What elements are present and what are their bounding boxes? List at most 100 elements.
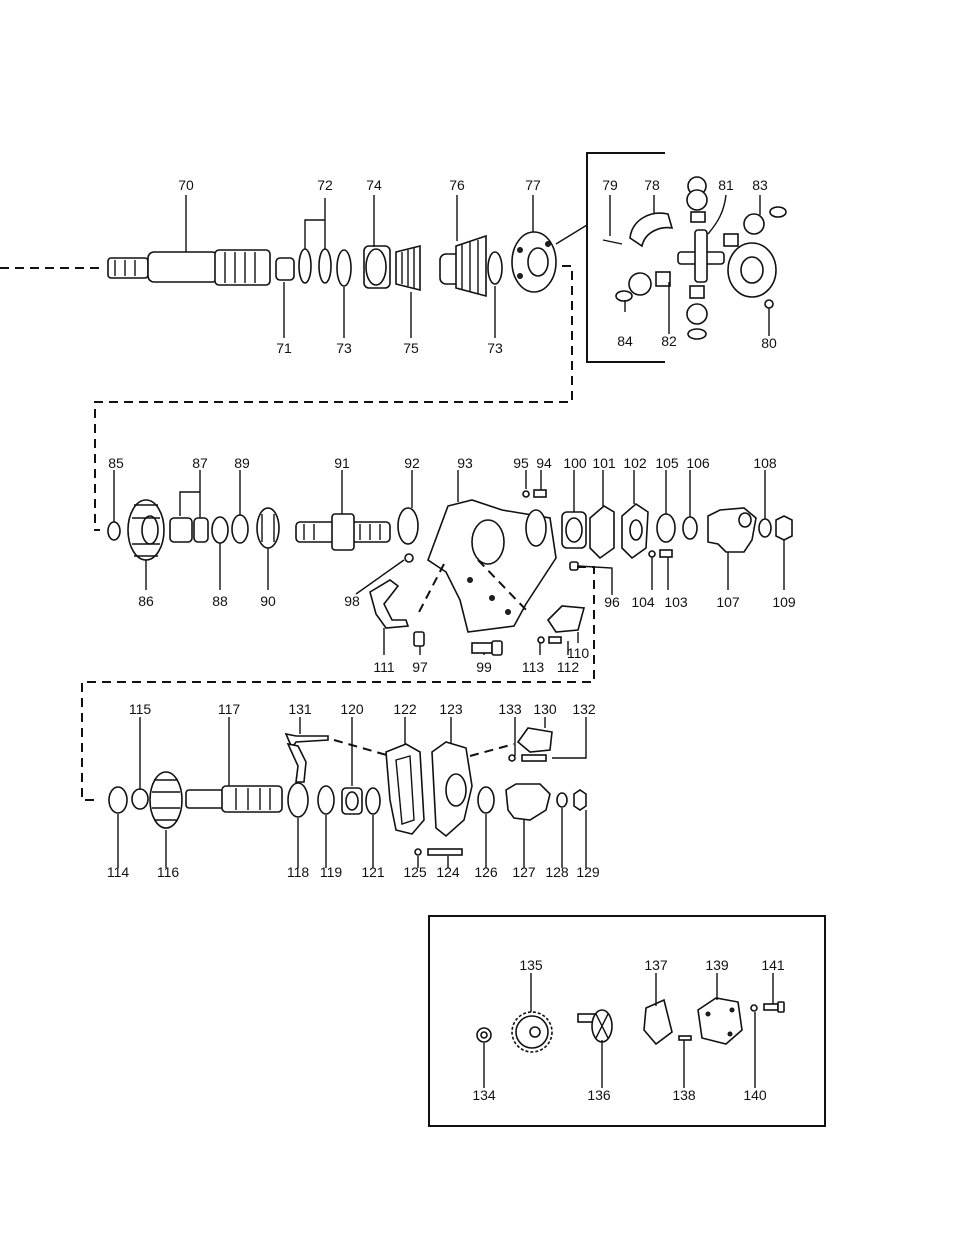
label-133: 133 xyxy=(498,701,522,717)
label-73: 73 xyxy=(336,340,352,356)
label-81: 81 xyxy=(718,177,734,193)
part-74-bearing-cup xyxy=(364,246,390,288)
differential-detail-box: 79 78 81 83 84 82 80 xyxy=(95,153,786,530)
part-138-pin xyxy=(679,1036,691,1040)
part-97-plug xyxy=(414,632,424,646)
label-122: 122 xyxy=(393,701,417,717)
part-116-sprocket xyxy=(150,772,182,828)
part-103-bolt xyxy=(660,550,672,557)
part-92-bearing xyxy=(398,508,418,562)
part-100-seal xyxy=(562,512,586,548)
part-95-94-bolt xyxy=(523,490,546,497)
part-112-bolt xyxy=(549,637,561,643)
part-126-seal xyxy=(478,787,494,813)
label-71: 71 xyxy=(276,340,292,356)
part-137-gasket xyxy=(644,1000,672,1044)
part-114-bearing xyxy=(109,787,127,813)
part-117-front-output-shaft xyxy=(186,786,282,812)
label-111: 111 xyxy=(373,659,394,675)
label-118: 118 xyxy=(287,864,310,880)
leader-dashed-line-e xyxy=(334,740,390,756)
part-129-nut xyxy=(574,790,586,810)
part-132-bolt xyxy=(522,755,546,761)
label-86: 86 xyxy=(138,593,154,609)
part-87-bushing xyxy=(170,518,192,542)
part-115-bearing xyxy=(132,789,148,809)
part-77-differential-case xyxy=(512,232,556,292)
part-109-nut xyxy=(776,516,792,540)
part-79-bolt xyxy=(603,240,622,244)
part-127-yoke xyxy=(506,784,550,820)
label-103: 103 xyxy=(664,594,688,610)
label-94: 94 xyxy=(536,455,552,471)
label-135: 135 xyxy=(519,957,543,973)
part-121-seal xyxy=(366,788,380,814)
part-118-gear xyxy=(288,783,308,817)
leader-dashed-line-b xyxy=(418,564,444,614)
label-73-b: 73 xyxy=(487,340,503,356)
part-76-pinion-gear xyxy=(440,236,486,296)
label-72: 72 xyxy=(317,177,333,193)
part-139-pump-cover xyxy=(698,998,742,1044)
row-3-group: 115 117 131 120 122 123 133 130 132 114 … xyxy=(107,701,600,880)
label-141: 141 xyxy=(761,957,785,973)
label-139: 139 xyxy=(705,957,729,973)
label-102: 102 xyxy=(623,455,647,471)
label-106: 106 xyxy=(686,455,710,471)
part-71-bushing xyxy=(276,258,294,280)
part-131-shift-fork xyxy=(286,734,328,782)
part-89-washer xyxy=(232,515,248,543)
part-113-washer xyxy=(538,637,544,643)
part-85-snap-ring xyxy=(108,522,120,540)
label-99: 99 xyxy=(476,659,492,675)
label-92: 92 xyxy=(404,455,420,471)
label-114: 114 xyxy=(107,864,130,880)
label-138: 138 xyxy=(672,1087,696,1103)
label-85: 85 xyxy=(108,455,124,471)
label-98: 98 xyxy=(344,593,360,609)
label-82: 82 xyxy=(661,333,677,349)
label-97: 97 xyxy=(412,659,428,675)
label-78: 78 xyxy=(644,177,660,193)
label-123: 123 xyxy=(439,701,463,717)
leader-dashed-line-f xyxy=(470,744,514,756)
part-130-bracket xyxy=(518,728,552,752)
label-80: 80 xyxy=(761,335,777,351)
label-87: 87 xyxy=(192,455,208,471)
part-99-bolt xyxy=(472,641,502,655)
label-130: 130 xyxy=(533,701,557,717)
label-84: 84 xyxy=(617,333,633,349)
label-77: 77 xyxy=(525,177,541,193)
label-137: 137 xyxy=(644,957,668,973)
part-125-washer xyxy=(415,849,421,855)
part-133-washer xyxy=(509,755,515,761)
part-93-transfer-case xyxy=(428,500,556,632)
part-141-bolt xyxy=(764,1002,784,1012)
label-91: 91 xyxy=(334,455,350,471)
label-75: 75 xyxy=(403,340,419,356)
label-109: 109 xyxy=(772,594,796,610)
part-110-bracket xyxy=(548,606,584,632)
label-95: 95 xyxy=(513,455,529,471)
label-117: 117 xyxy=(218,701,241,717)
label-101: 101 xyxy=(592,455,616,471)
part-140-washer xyxy=(751,1005,757,1011)
label-131: 131 xyxy=(288,701,312,717)
part-105-bearing xyxy=(657,514,675,542)
part-88-washer xyxy=(212,517,228,543)
label-90: 90 xyxy=(260,593,276,609)
part-72-seal-ring xyxy=(299,249,311,283)
label-129: 129 xyxy=(576,864,600,880)
label-83: 83 xyxy=(752,177,768,193)
part-108-washer xyxy=(759,519,771,537)
part-120-bearing-cup xyxy=(342,788,362,814)
label-76: 76 xyxy=(449,177,465,193)
part-122-gasket xyxy=(386,744,424,834)
part-73-snap-ring-b xyxy=(488,252,502,284)
part-135-pump-gear xyxy=(512,1012,552,1052)
part-86-sprocket xyxy=(128,500,164,560)
label-121: 121 xyxy=(361,864,385,880)
label-140: 140 xyxy=(743,1087,767,1103)
part-75-bearing-cone xyxy=(396,246,420,290)
part-119-bearing xyxy=(318,786,334,814)
